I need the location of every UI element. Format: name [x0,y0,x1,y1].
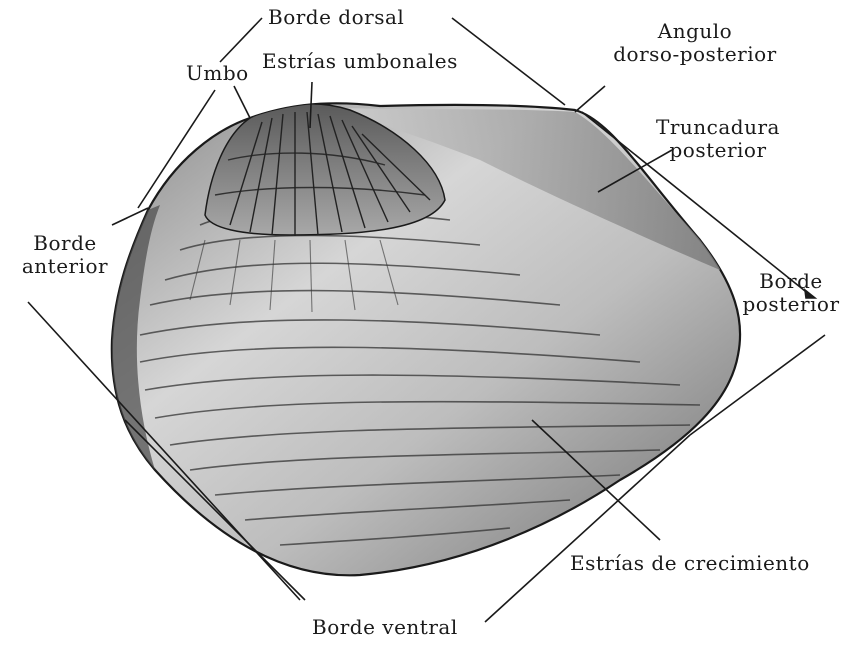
label-borde-posterior-line2: posterior [732,293,850,316]
label-borde-posterior-line1: Borde [732,270,850,293]
label-borde-ventral: Borde ventral [312,616,458,639]
label-umbo: Umbo [186,62,249,85]
label-angulo-line2: dorso-posterior [595,43,795,66]
label-truncadura-line2: posterior [638,139,798,162]
label-angulo-line1: Angulo [595,20,795,43]
label-borde-anterior-line1: Borde [10,232,120,255]
label-estrias-umbonales: Estrías umbonales [262,50,458,73]
label-angulo-dorso-posterior: Angulo dorso-posterior [595,20,795,66]
label-borde-anterior-line2: anterior [10,255,120,278]
label-borde-anterior: Borde anterior [10,232,120,278]
label-borde-dorsal: Borde dorsal [268,6,404,29]
label-truncadura-posterior: Truncadura posterior [638,116,798,162]
label-borde-posterior: Borde posterior [732,270,850,316]
label-estrias-de-crecimiento: Estrías de crecimiento [570,552,810,575]
label-truncadura-line1: Truncadura [638,116,798,139]
